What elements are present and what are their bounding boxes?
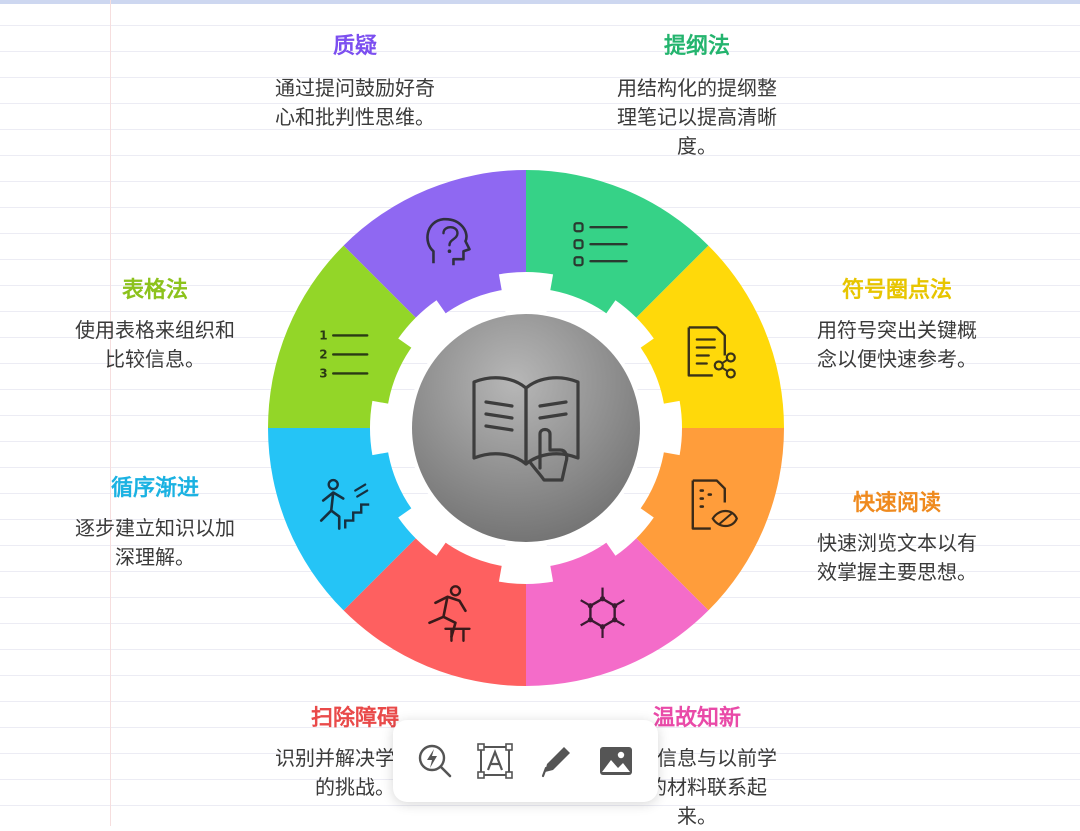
svg-text:3: 3 — [319, 366, 327, 380]
gear-tooth — [634, 400, 682, 456]
label-questioning-desc: 通过提问鼓励好奇心和批判性思维。 — [255, 74, 455, 132]
segment-questioning — [343, 170, 526, 330]
segment-obstacles — [343, 526, 526, 686]
desc-line: 比较信息。 — [105, 347, 205, 371]
image-icon[interactable] — [594, 739, 638, 783]
desc-line: 逐步建立知识以加 — [75, 516, 235, 540]
svg-text:1: 1 — [319, 328, 327, 342]
pen-icon[interactable] — [534, 739, 578, 783]
desc-line: 来。 — [677, 804, 717, 828]
desc-line: 度。 — [677, 134, 717, 158]
gear-tooth — [498, 272, 554, 320]
top-accent-bar — [0, 0, 1080, 4]
label-review-title: 温故知新 — [652, 706, 742, 731]
segment-symbol — [624, 245, 784, 428]
label-fastread-desc: 快速浏览文本以有效掌握主要思想。 — [797, 529, 997, 587]
desc-line: 深理解。 — [115, 545, 195, 569]
desc-line: 通过提问鼓励好奇 — [275, 76, 435, 100]
desc-line: 理笔记以提高清晰 — [617, 105, 777, 129]
stairs-climber-icon — [319, 478, 370, 530]
label-outline-title: 提纲法 — [663, 34, 731, 59]
desc-line: 念以便快速参考。 — [817, 347, 977, 371]
label-fastread-title: 快速阅读 — [852, 491, 942, 516]
label-gradual-title: 循序渐进 — [110, 476, 200, 501]
molecule-network-icon — [580, 587, 625, 638]
label-symbol-title: 符号圈点法 — [841, 278, 953, 303]
desc-line: 用符号突出关键概 — [817, 318, 977, 342]
zoom-lightning-icon[interactable] — [413, 739, 457, 783]
desc-line: 心和批判性思维。 — [275, 105, 435, 129]
floating-toolbar — [393, 720, 658, 802]
outline-list-icon — [573, 222, 628, 267]
label-gradual-desc: 逐步建立知识以加深理解。 — [55, 514, 255, 572]
desc-line: 使用表格来组织和 — [75, 318, 235, 342]
hurdle-runner-icon — [428, 585, 471, 642]
label-questioning-title: 质疑 — [332, 34, 378, 59]
segment-table — [268, 245, 428, 428]
document-eye-icon — [691, 479, 738, 530]
page-margin-line — [110, 0, 111, 826]
segment-gradual — [268, 428, 428, 611]
label-table-title: 表格法 — [121, 278, 189, 303]
label-obstacles-title: 扫除障碍 — [310, 706, 400, 731]
text-box-icon[interactable] — [473, 739, 517, 783]
segment-review — [526, 526, 709, 686]
desc-line: 快速浏览文本以有 — [817, 531, 977, 555]
head-question-icon — [426, 217, 471, 266]
open-book-hand-icon — [472, 376, 580, 482]
segment-outline — [526, 170, 709, 330]
gear-tooth — [370, 400, 418, 456]
svg-text:2: 2 — [319, 347, 327, 361]
numbered-list-icon: 1 2 3 — [319, 328, 369, 380]
label-table-desc: 使用表格来组织和比较信息。 — [55, 316, 255, 374]
segment-fastread — [624, 428, 784, 611]
desc-line: 用结构化的提纲整 — [617, 76, 777, 100]
document-share-icon — [687, 326, 736, 379]
gear-tooth — [498, 536, 554, 584]
label-symbol-desc: 用符号突出关键概念以便快速参考。 — [797, 316, 997, 374]
label-outline-desc: 用结构化的提纲整理笔记以提高清晰度。 — [597, 74, 797, 161]
desc-line: 效掌握主要思想。 — [817, 560, 977, 584]
desc-line: 的挑战。 — [315, 775, 395, 799]
